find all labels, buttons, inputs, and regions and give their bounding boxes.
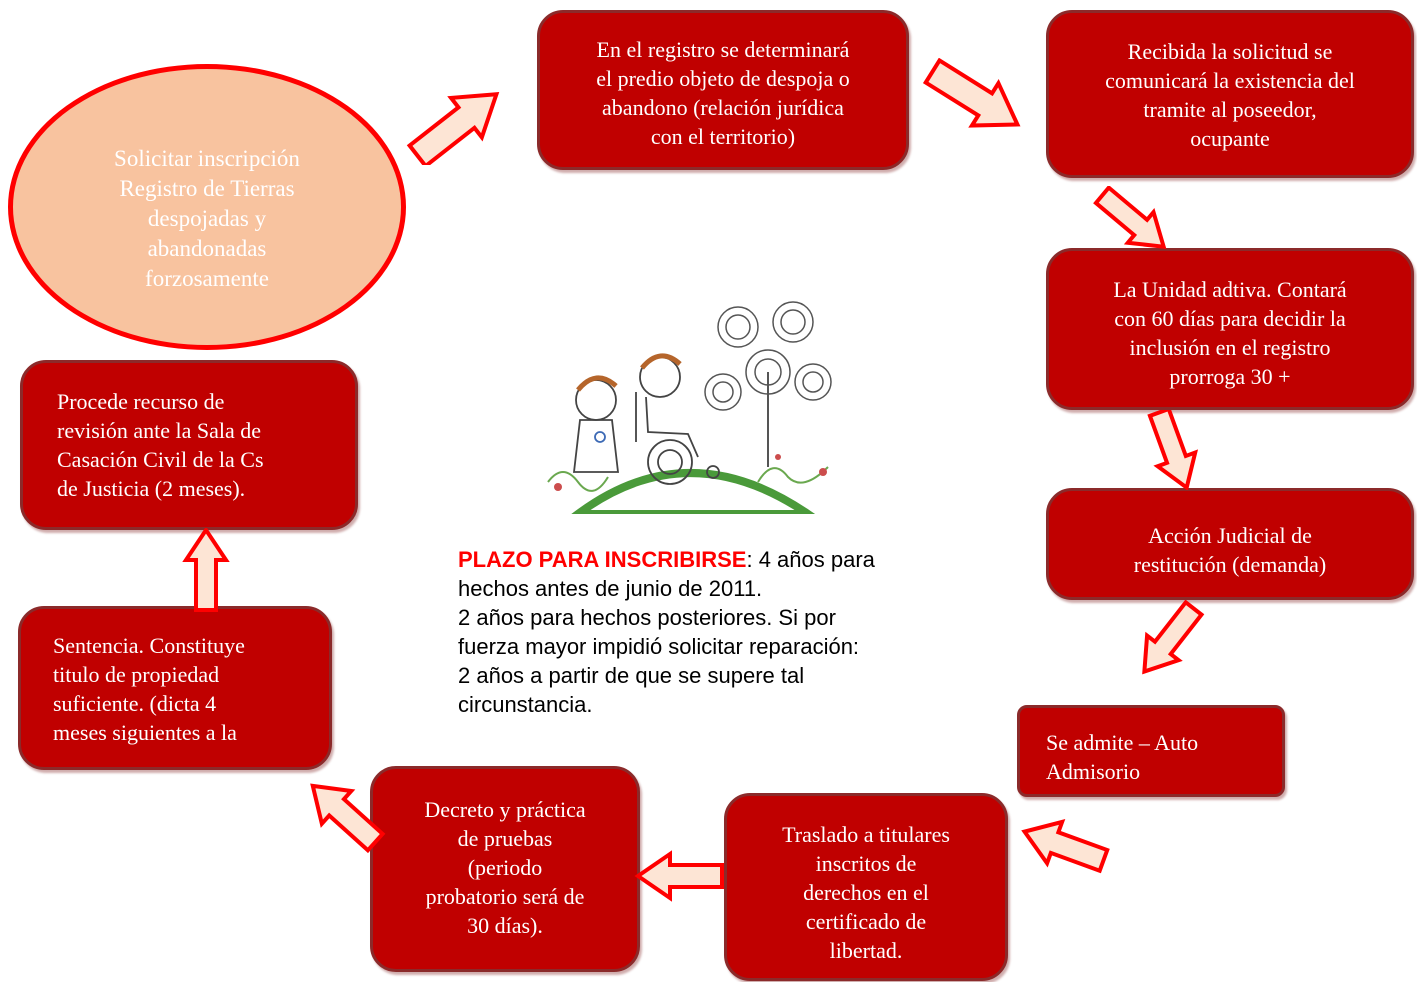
step-line: (periodo — [467, 855, 543, 880]
step-comunicacion-box: Recibida la solicitud se comunicará la e… — [1046, 10, 1414, 178]
step-line: de Justicia (2 meses). — [57, 476, 246, 501]
step-line: certificado de — [805, 909, 927, 934]
step-line: 30 días). — [467, 913, 543, 938]
step-line: con el territorio) — [650, 124, 796, 149]
start-line: Solicitar inscripción — [114, 146, 300, 171]
step-recurso-box: Procede recurso de revisión ante la Sala… — [20, 360, 358, 530]
step-line: ocupante — [1190, 126, 1270, 151]
step-line: Procede recurso de — [57, 389, 225, 414]
step-line: derechos en el — [803, 880, 929, 905]
step-line: comunicará la existencia del — [1105, 68, 1355, 93]
start-line: forzosamente — [145, 266, 269, 291]
flow-arrow-icon — [634, 850, 724, 902]
step-line: tramite al poseedor, — [1143, 97, 1317, 122]
deadline-heading: PLAZO PARA INSCRIBIRSE — [458, 547, 747, 572]
start-line: Registro de Tierras — [119, 176, 295, 201]
step-line: revisión ante la Sala de — [57, 418, 262, 443]
step-registro-box: En el registro se determinará el predio … — [537, 10, 909, 170]
deadline-line: 2 años a partir de que se supere tal — [458, 663, 805, 688]
step-line: abandono (relación jurídica — [602, 95, 844, 120]
flow-arrow-icon — [1147, 410, 1199, 490]
step-line: Sentencia. Constituye — [53, 633, 245, 658]
step-line: el predio objeto de despoja o — [596, 66, 850, 91]
step-line: inclusión en el registro — [1129, 335, 1331, 360]
step-line: restitución (demanda) — [1133, 552, 1327, 577]
start-line: abandonadas — [147, 236, 267, 261]
step-line: Acción Judicial de — [1148, 523, 1312, 548]
step-line: En el registro se determinará — [596, 37, 850, 62]
step-line: inscritos de — [815, 851, 917, 876]
step-accion-box: Acción Judicial de restitución (demanda) — [1046, 488, 1414, 600]
step-line: prorroga 30 + — [1169, 364, 1291, 389]
flow-arrow-icon — [182, 528, 230, 612]
step-line: Se admite – Auto — [1046, 730, 1199, 755]
flow-arrow-icon — [1142, 600, 1205, 675]
flow-arrow-icon — [922, 58, 1021, 128]
step-line: Decreto y práctica — [424, 797, 586, 822]
deadline-line: 2 años para hechos posteriores. Si por — [458, 605, 836, 630]
step-line: con 60 días para decidir la — [1114, 306, 1346, 331]
flow-arrow-icon — [310, 783, 386, 854]
step-line: Recibida la solicitud se — [1127, 39, 1333, 64]
step-line: Traslado a titulares — [782, 822, 950, 847]
step-admite-box: Se admite – Auto Admisorio — [1017, 705, 1285, 797]
deadline-line: circunstancia. — [458, 692, 593, 717]
deadline-line: : 4 años para — [746, 547, 875, 572]
step-line: de pruebas — [457, 826, 553, 851]
step-line: libertad. — [829, 938, 903, 963]
step-line: suficiente. (dicta 4 — [53, 691, 217, 716]
step-pruebas-box: Decreto y práctica de pruebas (periodo p… — [370, 766, 640, 972]
step-line: La Unidad adtiva. Contará — [1113, 277, 1347, 302]
step-line: titulo de propiedad — [53, 662, 220, 687]
step-line: probatorio será de — [425, 884, 585, 909]
deadline-line: hechos antes de junio de 2011. — [458, 576, 763, 601]
step-line: meses siguientes a la — [53, 720, 237, 745]
deadline-note: PLAZO PARA INSCRIBIRSE: 4 años para hech… — [458, 545, 978, 719]
flow-arrow-icon — [406, 91, 500, 165]
flow-arrow-icon — [1021, 819, 1110, 874]
start-oval: Solicitar inscripción Registro de Tierra… — [8, 64, 406, 350]
flow-arrow-icon — [1093, 186, 1167, 250]
step-line: Admisorio — [1046, 759, 1141, 784]
step-unidad-box: La Unidad adtiva. Contará con 60 días pa… — [1046, 248, 1414, 410]
step-traslado-box: Traslado a titulares inscritos de derech… — [724, 793, 1008, 981]
deadline-line: fuerza mayor impidió solicitar reparació… — [458, 634, 860, 659]
step-sentencia-box: Sentencia. Constituye titulo de propieda… — [18, 606, 332, 770]
start-line: despojadas y — [147, 206, 267, 231]
step-line: Casación Civil de la Cs — [57, 447, 264, 472]
children-wheelchair-tree-illustration-icon — [547, 301, 832, 514]
